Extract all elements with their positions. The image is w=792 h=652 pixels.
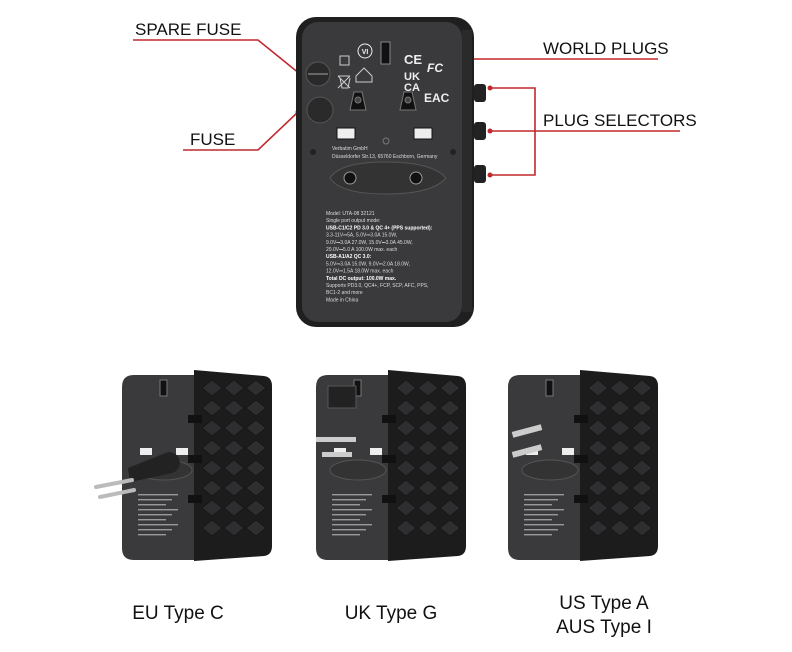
spare-fuse-label: SPARE FUSE — [135, 20, 241, 39]
svg-text:CA: CA — [404, 82, 420, 94]
variant-label-aus: AUS Type I — [556, 617, 652, 638]
spec-line: 12.0V⎓1.5A 18.0W max. each — [326, 269, 394, 275]
house-icon — [355, 67, 373, 83]
variant-device-uk — [316, 370, 466, 561]
variant-device-eu — [94, 370, 272, 561]
variant-label-eu: EU Type C — [132, 603, 224, 624]
svg-text:UK: UK — [404, 71, 420, 83]
usb-a-port-1 — [336, 127, 356, 140]
spec-line: Total DC output: 100.0W max. — [326, 276, 397, 282]
spec-line: Single port output mode: — [326, 218, 380, 224]
eu-socket — [329, 161, 447, 195]
plug-selector-buttons — [474, 84, 486, 183]
svg-text:FC: FC — [427, 61, 443, 75]
symbol-square-icon — [339, 55, 350, 66]
address: Düsseldorfer Str.13, 65760 Eschborn, Ger… — [332, 154, 438, 160]
vi-mark — [357, 43, 373, 59]
variant-device-us — [508, 370, 658, 561]
svg-text:CE: CE — [404, 52, 422, 67]
spec-line: Supports PD3.0, QC4+, FCP, SCP, AFC, PPS… — [326, 283, 429, 289]
bin-icon — [337, 75, 351, 89]
spec-line: 9.0V⎓3.0A 27.0W, 15.0V⎓3.0A 45.0W, — [326, 240, 413, 246]
spec-line: Model: UTA-08 32121 — [326, 211, 375, 217]
manufacturer: Verbatim GmbH — [332, 146, 368, 152]
spec-line: USB-A1/A2 QC 3.0: — [326, 254, 372, 260]
spare-fuse-leader — [133, 39, 301, 75]
usb-a-port-2 — [413, 127, 433, 140]
world-plugs-label: WORLD PLUGS — [543, 39, 669, 58]
main-device: VI CE UK CA FC EAC Verbatim GmbH Düsseld… — [296, 17, 486, 327]
plug-selector-3[interactable] — [474, 165, 486, 183]
spec-line: 20.0V⎓5.0 A 100.0W max. each — [326, 247, 397, 253]
spec-line: 5.0V⎓3.0A 15.0W, 9.0V⎓2.0A 18.0W, — [326, 261, 410, 267]
plug-selector-1[interactable] — [474, 84, 486, 102]
spec-line: BC1-2 and more — [326, 290, 363, 296]
usb-c-port-1 — [380, 41, 391, 65]
spec-line: Made in China — [326, 297, 358, 303]
plug-selector-2[interactable] — [474, 122, 486, 140]
svg-text:EAC: EAC — [424, 91, 450, 105]
plug-selectors-label: PLUG SELECTORS — [543, 111, 697, 130]
fuse-leader — [183, 111, 299, 151]
svg-text:VI: VI — [362, 49, 369, 56]
fuse-label: FUSE — [190, 130, 235, 149]
world-plug-socket-right — [399, 91, 417, 111]
fuse-cap — [306, 96, 334, 124]
world-plug-socket-left — [349, 91, 367, 111]
variant-label-us: US Type A — [559, 593, 649, 614]
spec-line: USB-C1/C2 PD 3.0 & QC 4+ (PPS supported)… — [326, 225, 433, 231]
variant-label-uk: UK Type G — [345, 603, 438, 624]
spec-line: 3.3-11V⎓5A, 5.0V⎓3.0A 15.0W, — [326, 233, 397, 239]
